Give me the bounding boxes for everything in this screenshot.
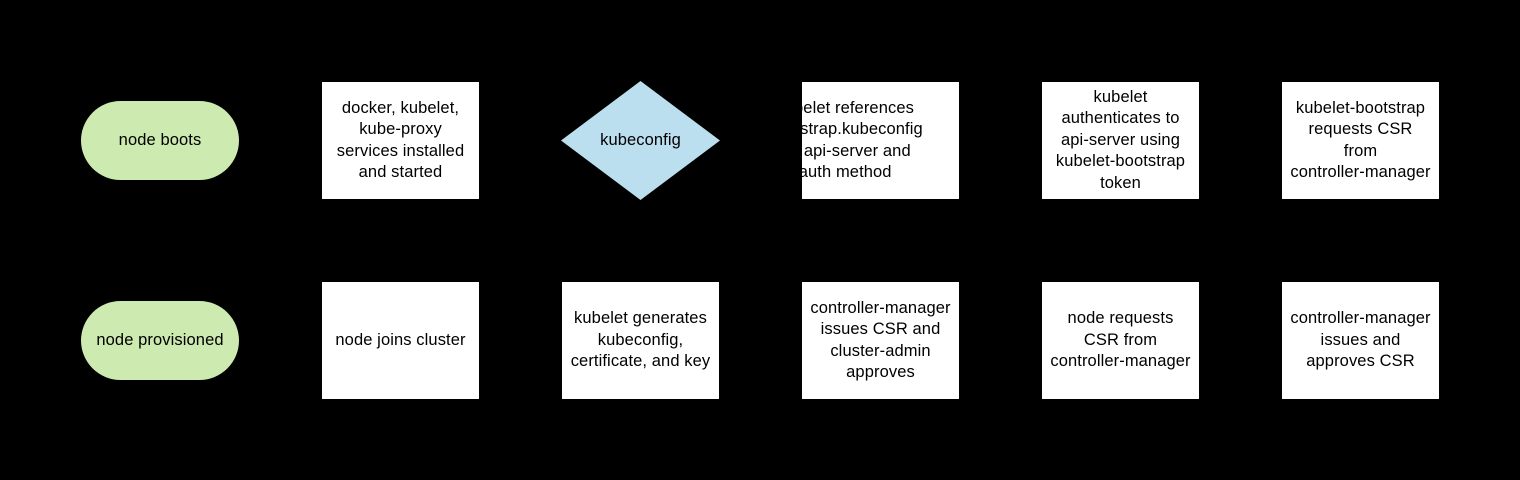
node-label: docker, kubelet, kube-proxy services ins… [336, 98, 465, 182]
diamond-shape-icon [561, 81, 720, 200]
node-kubelet-bootstrap-requests-csr[interactable]: kubelet-bootstrap requests CSR from cont… [1281, 81, 1440, 200]
node-label: controller-manager issues and approves C… [1290, 309, 1431, 371]
node-services-installed[interactable]: docker, kubelet, kube-proxy services ins… [321, 81, 480, 200]
node-node-joins-cluster[interactable]: node joins cluster [321, 281, 480, 400]
node-controller-manager-approves[interactable]: controller-manager issues and approves C… [1281, 281, 1440, 400]
node-kubeconfig-decision[interactable]: kubeconfig [561, 81, 720, 200]
node-label: node requests CSR from controller-manage… [1050, 309, 1191, 371]
node-node-provisioned[interactable]: node provisioned [81, 301, 239, 380]
node-label: node joins cluster [335, 330, 466, 349]
node-label: kubelet authenticates to api-server usin… [1055, 87, 1186, 192]
node-kubelet-generates[interactable]: kubelet generates kubeconfig, certificat… [561, 281, 720, 400]
node-label: kubelet references bootstrap.kubeconfig … [767, 98, 923, 182]
node-label: kubelet-bootstrap requests CSR from cont… [1290, 98, 1431, 182]
node-label: kubeconfig [600, 130, 681, 149]
node-kubelet-authenticates[interactable]: kubelet authenticates to api-server usin… [1041, 81, 1200, 200]
node-kubelet-references-bootstrap[interactable]: kubelet references bootstrap.kubeconfig … [768, 81, 960, 200]
node-label: node boots [118, 130, 202, 149]
node-controller-manager-issues-csr[interactable]: controller-manager issues CSR and cluste… [801, 281, 960, 400]
node-label: node provisioned [96, 330, 224, 349]
node-node-requests-csr[interactable]: node requests CSR from controller-manage… [1041, 281, 1200, 400]
node-label: kubelet generates kubeconfig, certificat… [570, 309, 711, 371]
node-label: controller-manager issues CSR and cluste… [810, 298, 951, 382]
node-node-boots[interactable]: node boots [81, 101, 239, 180]
